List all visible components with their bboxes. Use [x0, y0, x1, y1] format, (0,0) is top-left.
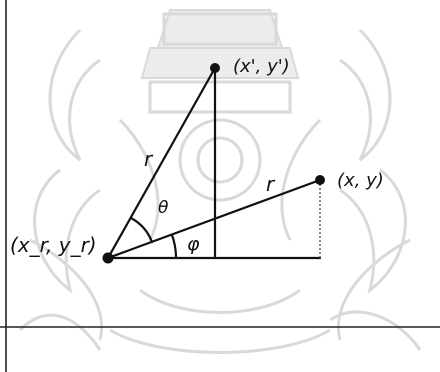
rotated-point-label: (x', y') [233, 56, 290, 77]
phi-label: φ [187, 233, 200, 255]
radius-rotated-label: r [144, 147, 154, 171]
theta-label: θ [158, 198, 169, 218]
pivot-point-label: (x_r, y_r) [10, 233, 97, 257]
radius-original-label: r [266, 172, 276, 196]
original-point [315, 175, 325, 185]
radius-to-original-point [106, 178, 322, 260]
pivot-point [102, 252, 114, 264]
phi-arc [170, 233, 178, 260]
rotated-point [210, 63, 220, 73]
radius-to-rotated-point [106, 66, 217, 260]
theta-arc [129, 216, 154, 244]
original-point-label: (x, y) [337, 170, 384, 191]
